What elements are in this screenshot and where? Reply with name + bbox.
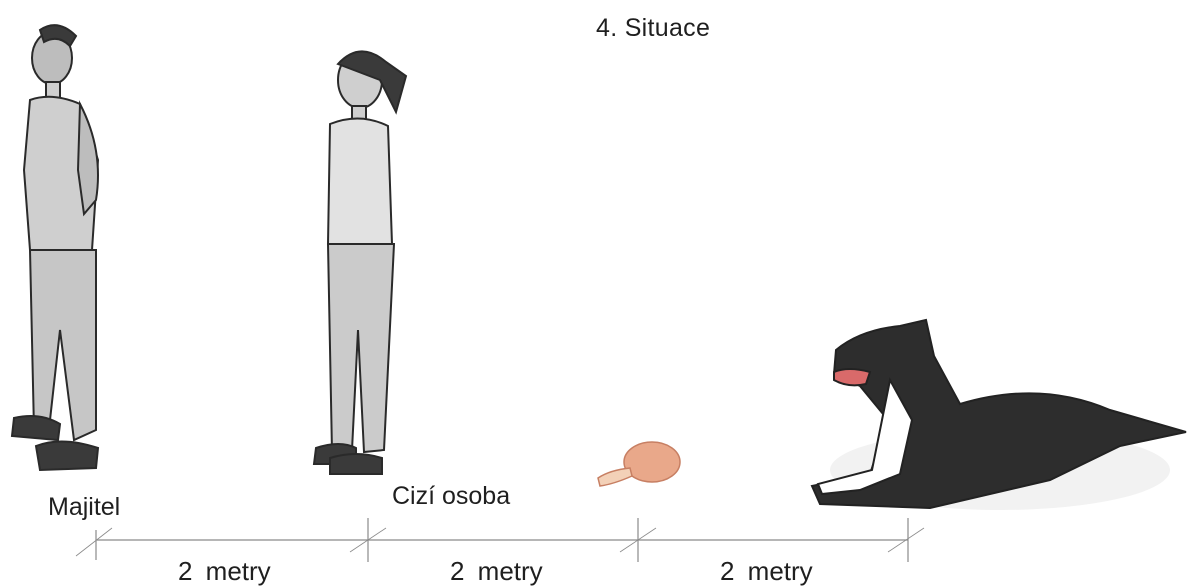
distance-label-2: 2 metry <box>450 556 543 587</box>
stranger-label: Cizí osoba <box>392 482 510 511</box>
owner-label: Majitel <box>48 493 120 522</box>
stranger-figure <box>314 51 406 474</box>
owner-figure <box>12 25 98 470</box>
dog-figure <box>812 320 1186 510</box>
distance-label-1: 2 metry <box>178 556 271 587</box>
distance-label-3: 2 metry <box>720 556 813 587</box>
meat-icon <box>598 442 680 486</box>
